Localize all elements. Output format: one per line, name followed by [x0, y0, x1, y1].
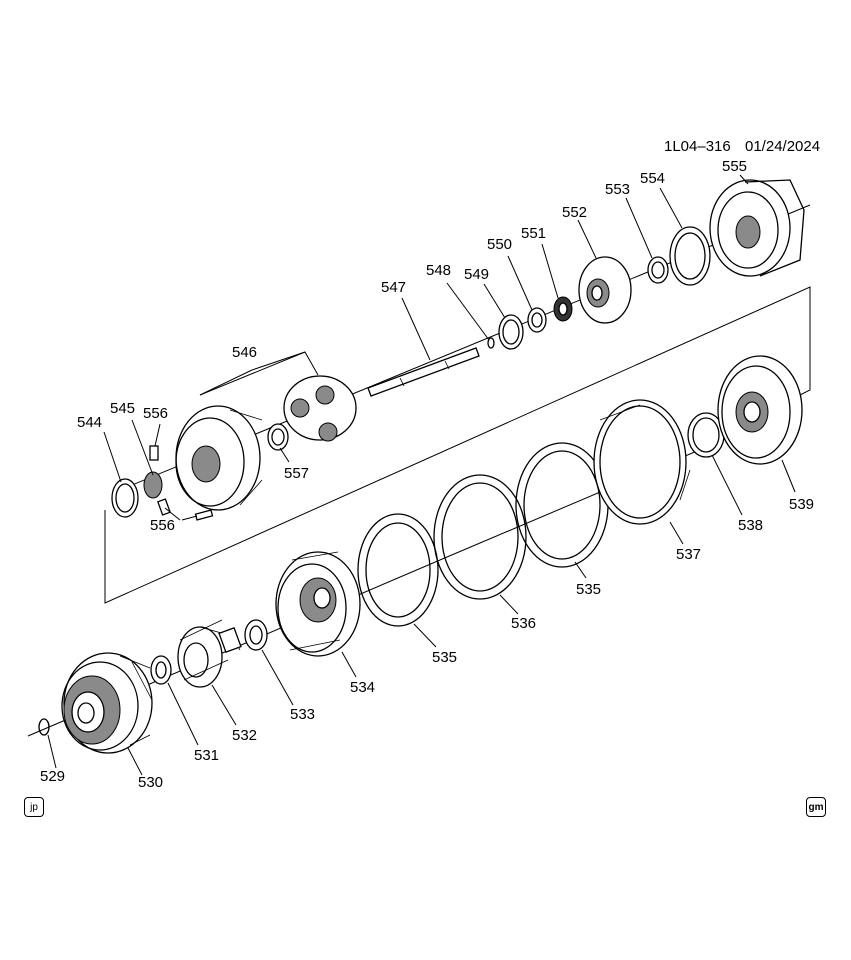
label-555: 555 — [722, 158, 747, 175]
label-553: 553 — [605, 181, 630, 198]
label-554: 554 — [640, 170, 665, 187]
snap-ring-529 — [38, 718, 50, 736]
drum-534 — [275, 551, 361, 657]
washer-531 — [150, 655, 172, 685]
housing-555 — [709, 179, 805, 277]
piston-537 — [593, 399, 691, 525]
label-539: 539 — [789, 496, 814, 513]
label-538: 538 — [738, 517, 763, 534]
label-556-upper: 556 — [143, 405, 168, 422]
friction-plate-535-lower — [357, 513, 439, 627]
gear-539 — [717, 355, 803, 465]
gear-545 — [143, 471, 163, 499]
label-546: 546 — [232, 344, 257, 361]
label-536: 536 — [511, 615, 536, 632]
carrier-552 — [578, 256, 632, 324]
jp-badge: jp — [24, 797, 44, 817]
shaft-547 — [367, 347, 480, 397]
label-551: 551 — [521, 225, 546, 242]
leader-lines — [47, 174, 796, 776]
ring-554 — [669, 226, 711, 286]
diagram-code: 1L04–316 — [664, 138, 731, 155]
label-550: 550 — [487, 236, 512, 253]
label-552: 552 — [562, 204, 587, 221]
snap-ring-544 — [111, 478, 139, 518]
label-556-lower: 556 — [150, 517, 175, 534]
washer-549 — [498, 314, 524, 350]
drum-530 — [61, 652, 153, 754]
label-549: 549 — [464, 266, 489, 283]
label-533: 533 — [290, 706, 315, 723]
label-557: 557 — [284, 465, 309, 482]
bolt-556-lower — [157, 498, 214, 521]
washer-533 — [244, 619, 268, 651]
washer-550 — [527, 307, 547, 333]
label-531: 531 — [194, 747, 219, 764]
label-529: 529 — [40, 768, 65, 785]
gm-logo-badge: gm — [806, 797, 826, 817]
label-534: 534 — [350, 679, 375, 696]
assembly-bracket — [104, 286, 811, 604]
label-532: 532 — [232, 727, 257, 744]
carrier-assembly-546 — [175, 375, 357, 511]
ring-548 — [487, 337, 495, 349]
label-548: 548 — [426, 262, 451, 279]
label-537: 537 — [676, 546, 701, 563]
steel-plate-536 — [433, 474, 527, 600]
label-545: 545 — [110, 400, 135, 417]
washer-553 — [647, 256, 669, 284]
diagram-date: 01/24/2024 — [745, 138, 820, 155]
hub-532 — [177, 619, 242, 688]
label-535-lower: 535 — [432, 649, 457, 666]
label-530: 530 — [138, 774, 163, 791]
label-535-upper: 535 — [576, 581, 601, 598]
bearing-551 — [553, 296, 573, 322]
washer-557 — [267, 423, 289, 451]
label-544: 544 — [77, 414, 102, 431]
label-547: 547 — [381, 279, 406, 296]
bolt-556-upper — [149, 445, 159, 461]
